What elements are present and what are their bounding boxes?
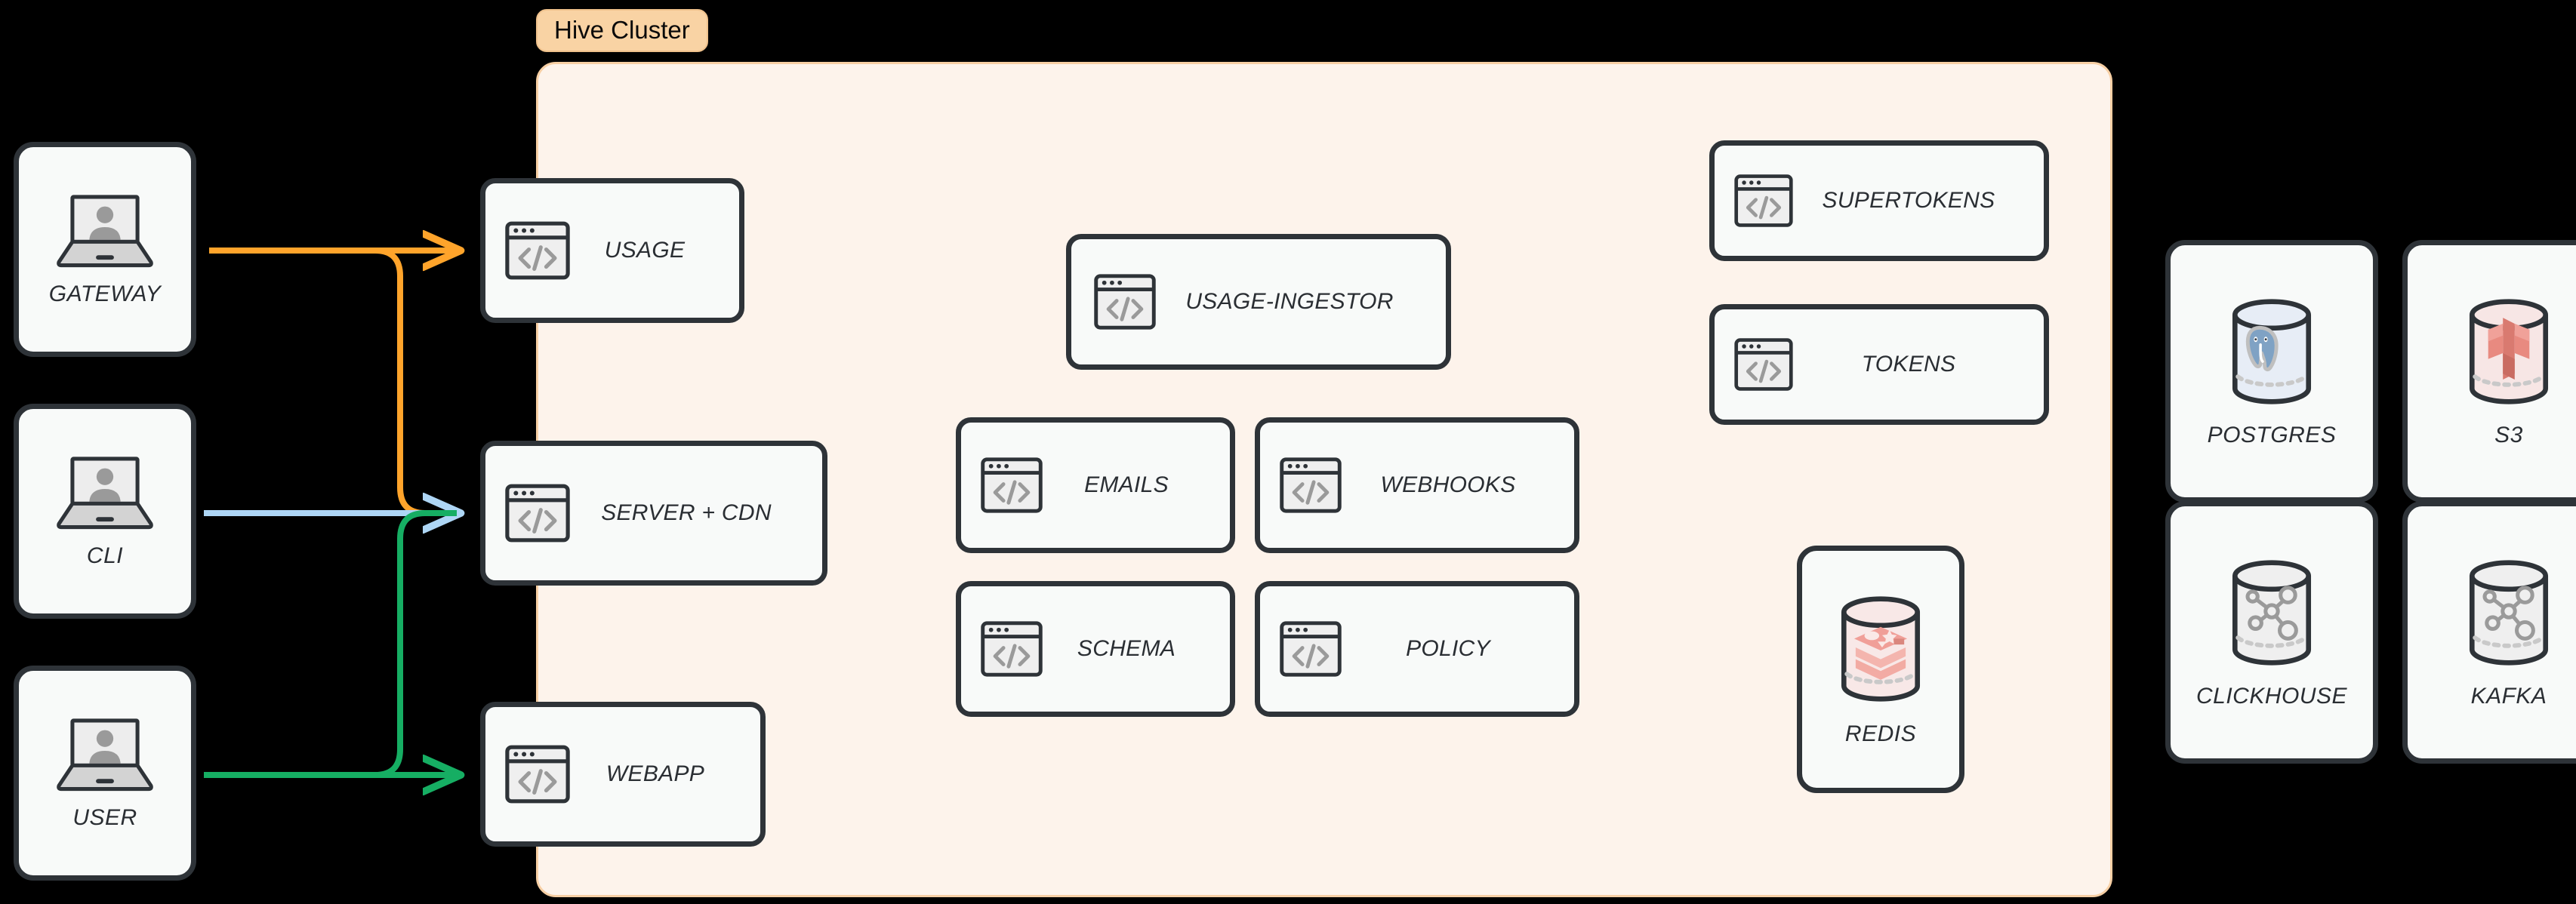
code-window-icon: [1280, 621, 1342, 677]
laptop-user-icon: [48, 192, 162, 271]
edge-gateway-server-cdn: [209, 248, 457, 516]
code-window-icon: [505, 221, 570, 280]
client-label: USER: [72, 804, 137, 830]
code-window-icon: [505, 745, 570, 804]
service-node-webapp[interactable]: WEBAPP: [480, 702, 766, 847]
generic-database-icon: [2220, 555, 2324, 670]
service-label: SUPERTOKENS: [1822, 188, 1995, 213]
datastore-label: S3: [2494, 423, 2523, 447]
code-window-icon: [505, 484, 570, 543]
service-label: EMAILS: [1084, 472, 1169, 497]
hive-cluster-label: Hive Cluster: [536, 9, 708, 52]
code-window-icon: [1734, 174, 1793, 227]
datastore-label: KAFKA: [2470, 684, 2547, 709]
datastore-node-kafka[interactable]: KAFKA: [2402, 501, 2576, 764]
service-label: POLICY: [1406, 636, 1490, 661]
redis-database-icon: [1829, 592, 1933, 706]
datastore-node-redis[interactable]: REDIS: [1797, 546, 1964, 793]
code-window-icon: [1094, 274, 1156, 330]
client-node-cli[interactable]: CLI: [14, 404, 196, 619]
service-label: SCHEMA: [1077, 636, 1176, 661]
datastore-node-postgres[interactable]: POSTGRES: [2165, 240, 2378, 503]
datastore-label: REDIS: [1844, 721, 1917, 746]
service-node-usage[interactable]: USAGE: [480, 178, 744, 323]
s3-database-icon: [2457, 294, 2561, 409]
code-window-icon: [1734, 338, 1793, 391]
service-label: TOKENS: [1861, 352, 1956, 377]
service-label: SERVER + CDN: [601, 500, 772, 525]
service-node-server-cdn[interactable]: SERVER + CDN: [480, 441, 827, 586]
service-label: USAGE: [604, 238, 686, 263]
datastore-node-clickhouse[interactable]: CLICKHOUSE: [2165, 501, 2378, 764]
client-node-user[interactable]: USER: [14, 666, 196, 881]
datastore-label: CLICKHOUSE: [2195, 684, 2348, 709]
code-window-icon: [1280, 457, 1342, 513]
postgres-database-icon: [2220, 294, 2324, 409]
client-label: GATEWAY: [48, 281, 162, 306]
datastore-node-s3[interactable]: S3: [2402, 240, 2576, 503]
service-node-schema[interactable]: SCHEMA: [956, 581, 1235, 717]
client-node-gateway[interactable]: GATEWAY: [14, 142, 196, 357]
service-node-webhooks[interactable]: WEBHOOKS: [1255, 417, 1579, 553]
service-node-policy[interactable]: POLICY: [1255, 581, 1579, 717]
generic-database-icon: [2457, 555, 2561, 670]
service-label: WEBAPP: [605, 761, 705, 786]
client-label: CLI: [86, 543, 124, 568]
service-label: USAGE-INGESTOR: [1185, 289, 1394, 314]
service-node-emails[interactable]: EMAILS: [956, 417, 1235, 553]
code-window-icon: [981, 457, 1043, 513]
service-label: WEBHOOKS: [1380, 472, 1516, 497]
service-node-tokens[interactable]: TOKENS: [1709, 304, 2049, 425]
code-window-icon: [981, 621, 1043, 677]
edge-user-server-cdn: [204, 510, 457, 778]
laptop-user-icon: [48, 454, 162, 533]
datastore-label: POSTGRES: [2207, 423, 2337, 447]
service-node-supertokens[interactable]: SUPERTOKENS: [1709, 140, 2049, 261]
service-node-usage-ingestor[interactable]: USAGE-INGESTOR: [1066, 234, 1451, 370]
laptop-user-icon: [48, 716, 162, 795]
